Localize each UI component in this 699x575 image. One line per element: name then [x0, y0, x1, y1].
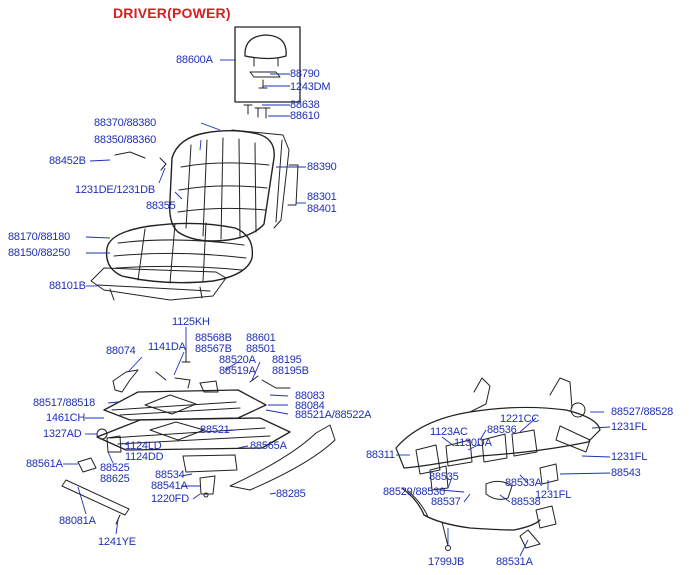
label-88537: 88537	[431, 496, 461, 508]
label-88285: 88285	[276, 488, 306, 500]
label-88101b: 88101B	[49, 280, 86, 292]
label-88195: 88195	[272, 354, 302, 366]
label-88301: 88301	[307, 191, 337, 203]
cushion-frame	[90, 267, 227, 301]
label-1124ld: 1124LD	[125, 440, 162, 452]
label-88568b: 88568B	[195, 332, 232, 344]
label-88790: 88790	[290, 68, 320, 80]
label-1123ac: 1123AC	[430, 426, 468, 438]
label-88638: 88638	[290, 99, 320, 111]
label-1231fl-top: 1231FL	[611, 421, 648, 433]
label-88625: 88625	[100, 473, 130, 485]
label-88150-88250: 88150/88250	[8, 247, 71, 259]
label-88520a: 88520A	[219, 354, 256, 366]
label-88521a-88522a: 88521A/88522A	[295, 409, 372, 421]
label-1125kh: 1125KH	[172, 316, 210, 328]
label-88370-88380: 88370/88380	[94, 117, 157, 129]
label-88529-88530: 88529/88530	[383, 486, 446, 498]
back-frame	[231, 129, 290, 229]
label-1327ad: 1327AD	[43, 428, 82, 440]
label-1141da: 1141DA	[148, 341, 186, 353]
label-88081a: 88081A	[59, 515, 96, 527]
label-1231de-1231db: 1231DE/1231DB	[75, 184, 155, 196]
label-88074: 88074	[106, 345, 136, 357]
label-88519a: 88519A	[219, 365, 256, 377]
label-88567b: 88567B	[195, 343, 232, 355]
label-1243dm: 1243DM	[290, 81, 331, 93]
label-1130da: 1130DA	[454, 437, 492, 449]
label-88195b: 88195B	[272, 365, 309, 377]
bar-88081A	[61, 479, 130, 516]
label-88561a: 88561A	[26, 458, 63, 470]
label-88535: 88535	[429, 471, 459, 483]
wiring-harness	[401, 487, 541, 531]
label-88517-88518: 88517/88518	[33, 397, 96, 409]
seat-rail-lower	[96, 417, 291, 451]
headrest-detail-box	[234, 26, 301, 103]
label-1231fl-mid: 1231FL	[611, 451, 648, 463]
side-cover-88285	[229, 424, 336, 491]
label-88565a: 88565A	[250, 440, 287, 452]
label-1221cc: 1221CC	[500, 413, 540, 425]
label-88536: 88536	[487, 424, 517, 436]
seat-cushion	[105, 222, 254, 284]
label-1124dd: 1124DD	[125, 451, 164, 463]
label-88355: 88355	[146, 200, 176, 212]
label-88525: 88525	[100, 462, 130, 474]
label-88610: 88610	[290, 110, 320, 122]
label-88452b: 88452B	[49, 155, 86, 167]
seat-back	[168, 130, 275, 242]
label-88600a: 88600A	[176, 54, 213, 66]
headrest	[244, 34, 287, 60]
label-88401: 88401	[307, 203, 337, 215]
lever-88074	[112, 369, 139, 393]
label-88170-88180: 88170/88180	[8, 231, 71, 243]
label-88350-88360: 88350/88360	[94, 134, 157, 146]
label-88501: 88501	[246, 343, 276, 355]
label-88541a: 88541A	[151, 480, 188, 492]
label-88543: 88543	[611, 467, 641, 479]
label-1220fd: 1220FD	[151, 493, 189, 505]
label-88527-88528: 88527/88528	[611, 406, 674, 418]
label-1241ye: 1241YE	[98, 536, 136, 548]
label-88533a: 88533A	[505, 477, 542, 489]
headrest-guide	[249, 71, 281, 78]
label-1231fl-low: 1231FL	[535, 489, 572, 501]
label-1461ch: 1461CH	[46, 412, 86, 424]
label-88534: 88534	[155, 469, 185, 481]
label-88601: 88601	[246, 332, 276, 344]
label-88538: 88538	[511, 496, 541, 508]
label-88083: 88083	[295, 390, 325, 402]
label-88084: 88084	[295, 400, 325, 412]
label-88311: 88311	[366, 449, 395, 461]
seat-rail-left	[103, 389, 267, 421]
label-88390: 88390	[307, 161, 337, 173]
power-mechanism	[395, 406, 601, 469]
label-1799jb: 1799JB	[428, 556, 465, 568]
label-88521: 88521	[200, 424, 230, 436]
diagram-title: DRIVER(POWER)	[113, 5, 231, 21]
label-88531a: 88531A	[496, 556, 533, 568]
